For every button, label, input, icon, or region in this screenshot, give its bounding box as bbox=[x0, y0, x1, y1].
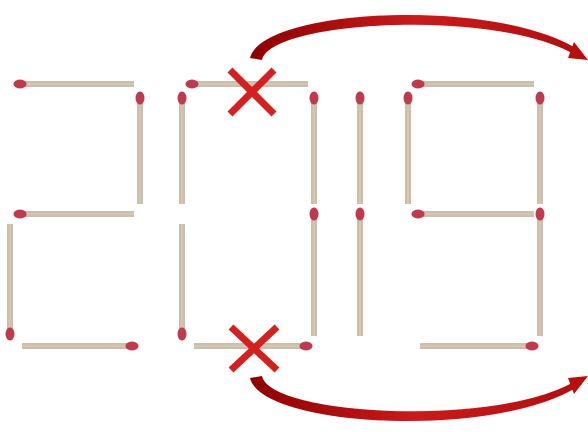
digit-9-matchstick-middle[interactable] bbox=[412, 210, 535, 219]
match-head bbox=[536, 208, 545, 221]
digit-9-matchstick-bottom-right[interactable] bbox=[536, 208, 545, 337]
digit-9-matchstick-top[interactable] bbox=[412, 80, 535, 89]
match-head bbox=[14, 80, 27, 89]
match-head bbox=[310, 208, 319, 221]
match-head bbox=[300, 342, 313, 351]
digit-2-matchstick-bottom-left[interactable] bbox=[6, 224, 15, 341]
match-head bbox=[126, 342, 139, 351]
digits-layer bbox=[6, 80, 545, 351]
digit-0-matchstick-top-left[interactable] bbox=[178, 92, 187, 205]
match-head bbox=[536, 92, 545, 105]
digit-1-matchstick-bottom-right[interactable] bbox=[356, 208, 365, 337]
match-head bbox=[526, 342, 539, 351]
marks-layer bbox=[230, 15, 588, 421]
digit-0-matchstick-bottom-right[interactable] bbox=[310, 208, 319, 337]
digit-1-matchstick-top-right[interactable] bbox=[356, 92, 365, 205]
match-head bbox=[356, 208, 365, 221]
digit-0-matchstick-top-right[interactable] bbox=[310, 92, 319, 205]
match-head bbox=[14, 210, 27, 219]
match-head bbox=[412, 80, 425, 89]
match-head bbox=[186, 80, 199, 89]
match-head bbox=[136, 92, 145, 105]
match-head bbox=[178, 92, 187, 105]
digit-9-matchstick-top-right[interactable] bbox=[536, 92, 545, 205]
digit-9-matchstick-top-left[interactable] bbox=[404, 92, 413, 205]
match-head bbox=[310, 92, 319, 105]
digit-9-matchstick-bottom[interactable] bbox=[420, 342, 539, 351]
removed-match-cross-top bbox=[230, 70, 274, 114]
digit-2-matchstick-bottom[interactable] bbox=[22, 342, 139, 351]
digit-0-matchstick-bottom-left[interactable] bbox=[178, 224, 187, 341]
match-head bbox=[412, 210, 425, 219]
move-arrow-bottom bbox=[250, 376, 588, 421]
match-head bbox=[356, 92, 365, 105]
digit-2-matchstick-middle[interactable] bbox=[14, 210, 135, 219]
digit-2-matchstick-top[interactable] bbox=[14, 80, 135, 89]
move-arrow-top bbox=[250, 15, 588, 60]
match-head bbox=[404, 92, 413, 105]
match-head bbox=[178, 328, 187, 341]
digit-2-matchstick-top-right[interactable] bbox=[136, 92, 145, 205]
match-head bbox=[6, 328, 15, 341]
